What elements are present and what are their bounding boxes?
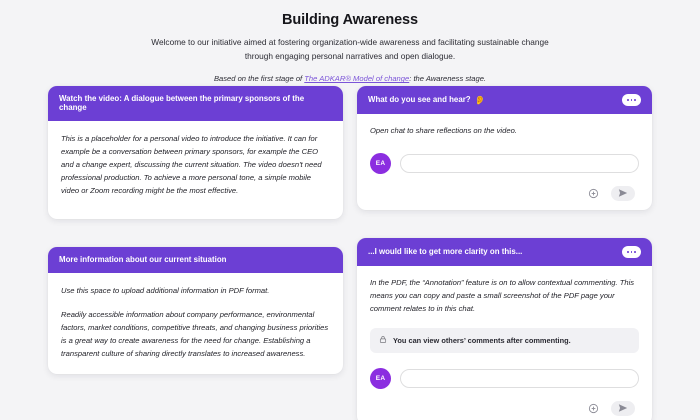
more-info-card-body: Use this space to upload additional info… [48, 273, 343, 374]
more-info-text-2: Readily accessible information about com… [61, 309, 329, 358]
chat-clarity-body: In the PDF, the “Annotation” feature is … [357, 266, 652, 420]
lock-icon [379, 335, 387, 346]
send-icon [618, 189, 628, 198]
chat-clarity-card: ...I would like to get more clarity on t… [357, 237, 652, 420]
chat-reflections-input[interactable] [400, 153, 639, 173]
plus-circle-icon[interactable] [587, 402, 600, 415]
page-note-suffix: : the Awareness stage. [409, 74, 487, 84]
comments-notice: You can view others’ comments after comm… [370, 327, 639, 353]
page-note: Based on the first stage of The ADKAR® M… [80, 74, 620, 83]
page-subtitle: Welcome to our initiative aimed at foste… [151, 37, 549, 61]
dot-icon [630, 99, 633, 101]
dot-icon [630, 251, 633, 253]
more-info-card-title: More information about our current situa… [59, 255, 227, 265]
page-title: Building Awareness [282, 12, 418, 28]
more-info-text-1: Use this space to upload additional info… [61, 285, 270, 295]
send-button[interactable] [611, 400, 635, 416]
video-card-text: This is a placeholder for a personal vid… [61, 133, 322, 196]
chat-clarity-intro: In the PDF, the “Annotation” feature is … [370, 277, 635, 313]
chat-reflections-card: What do you see and hear? 👂 Open chat to… [357, 86, 652, 210]
more-info-card: More information about our current situa… [48, 247, 343, 374]
chat-reflections-body: Open chat to share reflections on the vi… [357, 114, 652, 210]
comments-notice-text: You can view others’ comments after comm… [393, 335, 571, 345]
send-button[interactable] [611, 185, 635, 201]
chat-reflections-actions [370, 185, 639, 201]
video-card-spacer [61, 197, 330, 205]
chat-reflections-intro: Open chat to share reflections on the vi… [370, 126, 517, 135]
chat-clarity-title: ...I would like to get more clarity on t… [368, 247, 523, 257]
send-icon [618, 404, 628, 412]
avatar: EA [370, 152, 391, 174]
page-header: Building Awareness Welcome to our initia… [0, 0, 700, 83]
chat-clarity-input-row: EA [370, 367, 639, 389]
chat-reflections-header: What do you see and hear? 👂 [357, 86, 652, 114]
chat-reflections-title-wrap: What do you see and hear? 👂 [368, 95, 485, 105]
ear-icon: 👂 [474, 94, 486, 105]
chat-reflections-menu-button[interactable] [622, 94, 641, 106]
video-card-body: This is a placeholder for a personal vid… [48, 121, 343, 219]
more-info-card-header: More information about our current situa… [48, 247, 343, 273]
adkar-model-link[interactable]: The ADKAR® Model of change [304, 74, 410, 84]
chat-clarity-actions [370, 400, 639, 416]
avatar: EA [370, 367, 391, 389]
dot-icon [633, 99, 636, 101]
chat-clarity-input[interactable] [400, 368, 639, 388]
plus-circle-icon[interactable] [587, 187, 600, 200]
chat-reflections-input-row: EA [370, 152, 639, 174]
dot-icon [627, 99, 630, 101]
dot-icon [633, 251, 636, 253]
video-card-header: Watch the video: A dialogue between the … [48, 86, 343, 121]
chat-clarity-header: ...I would like to get more clarity on t… [357, 237, 652, 266]
chat-clarity-menu-button[interactable] [622, 245, 641, 258]
video-card-title: Watch the video: A dialogue between the … [59, 94, 305, 113]
chat-reflections-title: What do you see and hear? [368, 95, 471, 105]
card-grid: Watch the video: A dialogue between the … [0, 86, 700, 420]
dot-icon [627, 251, 630, 253]
page-note-prefix: Based on the first stage of [213, 74, 305, 84]
left-column: Watch the video: A dialogue between the … [48, 86, 343, 420]
right-column: What do you see and hear? 👂 Open chat to… [357, 86, 652, 420]
video-card: Watch the video: A dialogue between the … [48, 86, 343, 220]
